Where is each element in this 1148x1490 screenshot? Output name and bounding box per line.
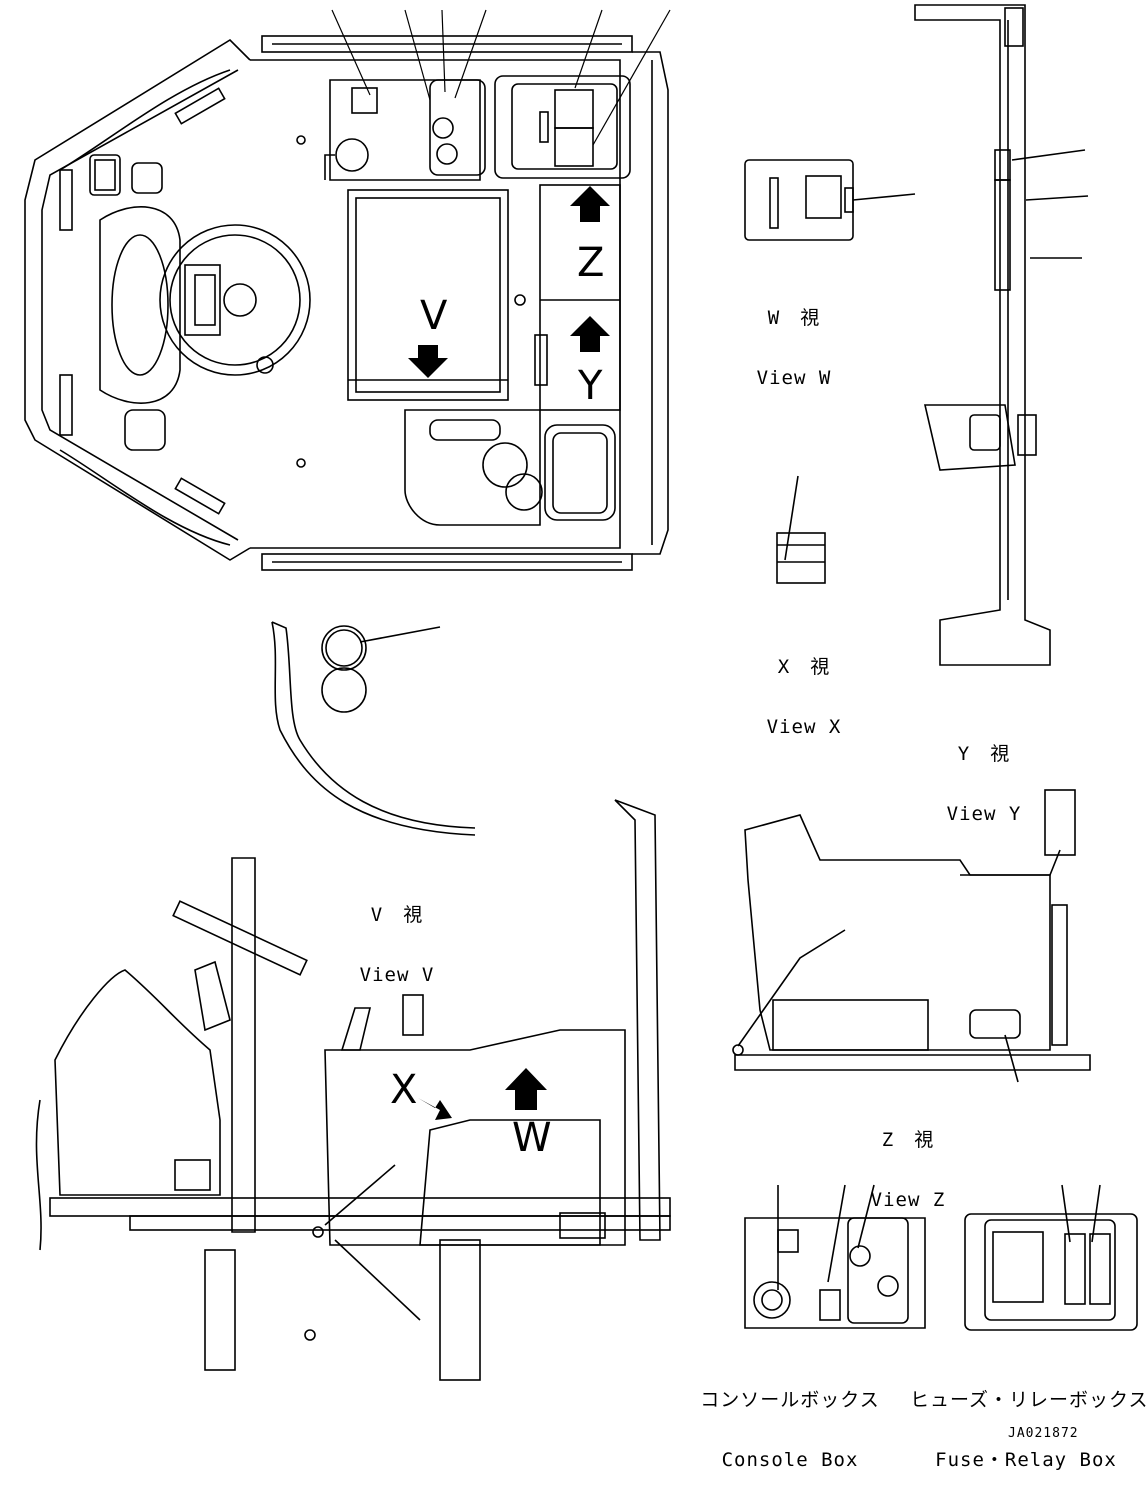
view-y-jp: Y 視 <box>957 743 1011 765</box>
console-box-caption: コンソールボックス Console Box <box>700 1350 880 1490</box>
console-box-jp: コンソールボックス <box>700 1389 880 1411</box>
console-box-drawing <box>744 1184 926 1329</box>
view-y-drawing <box>914 4 1089 666</box>
view-w-en: View W <box>756 367 832 389</box>
view-z-jp: Z 視 <box>881 1129 935 1151</box>
view-v-jp: V 視 <box>370 904 424 926</box>
view-v-caption: V 視 View V <box>355 865 439 1005</box>
fuse-relay-box-en: Fuse・Relay Box <box>935 1449 1117 1471</box>
view-x-caption: X 視 View X <box>762 617 846 757</box>
view-arrows-side <box>418 1068 547 1120</box>
cab-side-view <box>35 799 671 1381</box>
fuse-relay-box-drawing <box>964 1184 1138 1331</box>
marker-y: Y <box>578 363 603 409</box>
marker-z: Z <box>577 240 605 286</box>
view-z-caption: Z 視 View Z <box>866 1090 950 1230</box>
leader-lines-top <box>331 9 671 146</box>
view-z-drawing <box>732 789 1091 1083</box>
view-x-en: View X <box>766 716 842 738</box>
view-y-caption: Y 視 View Y <box>942 704 1026 844</box>
marker-x: X <box>390 1067 418 1113</box>
top-view-cab-floor <box>24 35 669 571</box>
view-z-en: View Z <box>870 1189 946 1211</box>
view-x-drawing <box>776 475 826 584</box>
view-w-jp: W 視 <box>767 307 821 329</box>
fuse-relay-box-jp: ヒューズ・リレーボックス <box>910 1389 1148 1411</box>
view-arrows-top <box>408 186 610 378</box>
view-x-jp: X 視 <box>777 656 831 678</box>
view-v-en: View V <box>359 964 435 986</box>
fuse-relay-box-caption: ヒューズ・リレーボックス Fuse・Relay Box <box>910 1350 1148 1490</box>
view-v-drawing <box>271 621 476 836</box>
marker-w: W <box>512 1115 552 1161</box>
marker-v: V <box>420 293 448 339</box>
view-y-en: View Y <box>946 803 1022 825</box>
console-box-en: Console Box <box>721 1449 859 1471</box>
drawing-code: JA021872 <box>1008 1426 1079 1441</box>
view-w-drawing <box>744 159 916 241</box>
view-w-caption: W 視 View W <box>752 268 836 408</box>
